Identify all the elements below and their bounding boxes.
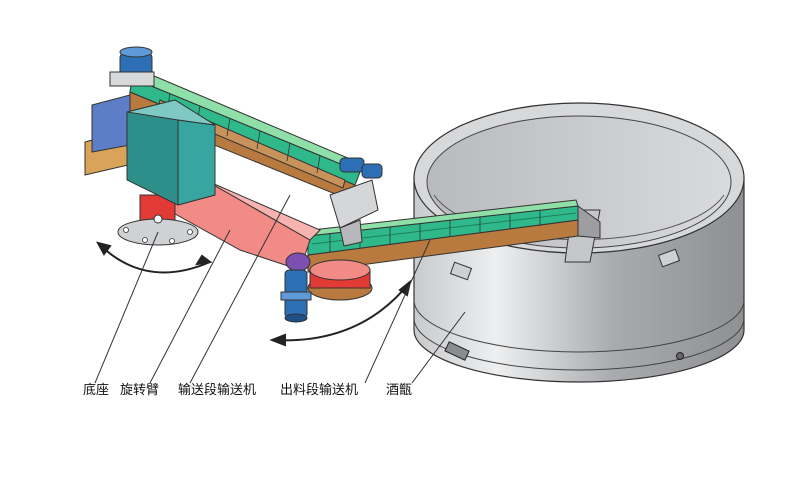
label-discharge-section-conveyor: 出料段输送机 — [280, 383, 359, 398]
label-rotating-arm: 旋转臂 — [120, 383, 160, 398]
base-housing — [84, 46, 216, 206]
rotation-arrows — [96, 241, 412, 347]
rotating-arm — [117, 179, 373, 301]
lower-motor — [280, 269, 312, 323]
label-base: 底座 — [83, 383, 110, 398]
label-conveying-section-conveyor: 输送段输送机 — [178, 383, 257, 398]
label-steamer: 酒甑 — [386, 383, 413, 398]
discharge-conveyor — [306, 199, 601, 273]
leader-lines — [94, 194, 466, 384]
